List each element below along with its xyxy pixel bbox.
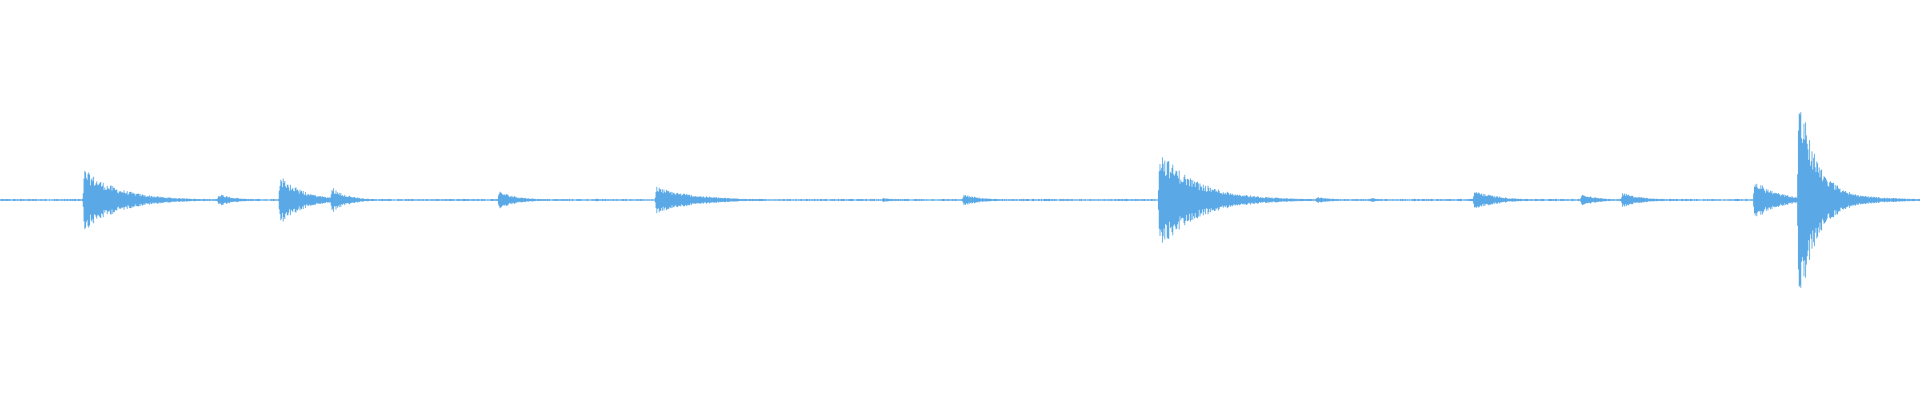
waveform-path [0,112,1920,288]
waveform-samples [0,112,1920,288]
